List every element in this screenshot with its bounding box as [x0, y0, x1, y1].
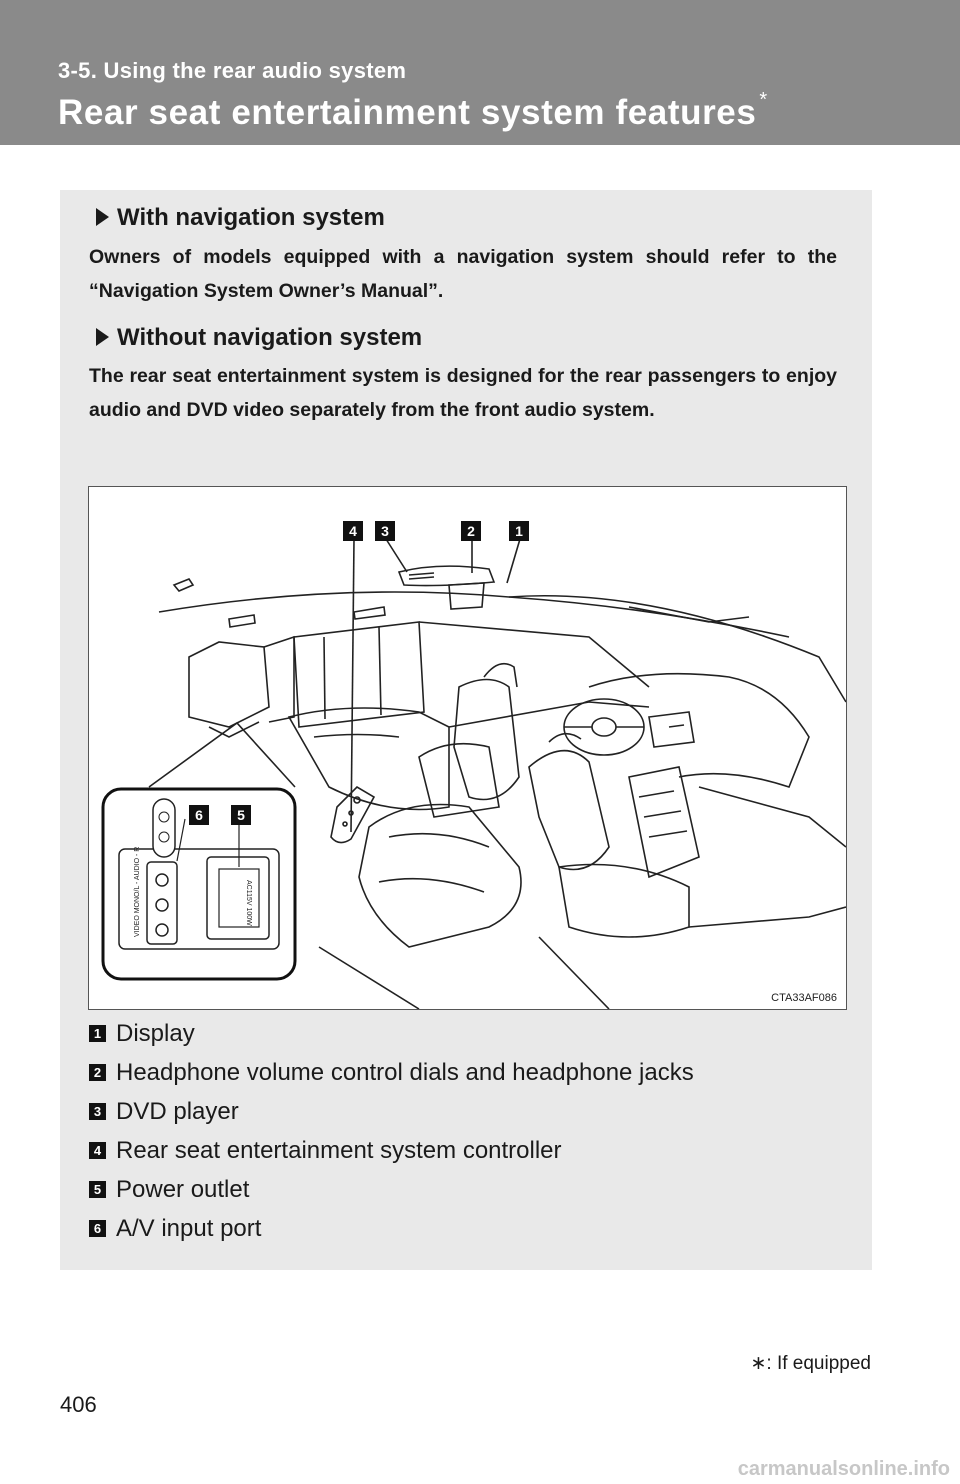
legend-label: Rear seat entertainment system controlle…: [116, 1136, 562, 1164]
legend-list: 1 Display 2 Headphone volume control dials…: [89, 1014, 694, 1248]
legend-item-display: 1 Display: [89, 1014, 694, 1053]
page-title-text: Rear seat entertainment system features: [58, 93, 757, 132]
legend-label: Power outlet: [116, 1175, 250, 1203]
number-badge: 1: [89, 1025, 106, 1042]
callout-6: 6: [195, 807, 203, 823]
legend-item-power-outlet: 5 Power outlet: [89, 1170, 694, 1209]
number-badge: 6: [89, 1220, 106, 1237]
vehicle-interior-illustration: 4 3 2 1 VIDEO MONO/L - AUDIO - R AC115V …: [88, 486, 847, 1010]
page-title: Rear seat entertainment system features*: [58, 89, 768, 133]
section-subtitle: 3-5. Using the rear audio system: [58, 58, 407, 83]
section-heading-text: Without navigation system: [117, 324, 423, 351]
legend-label: Headphone volume control dials and headp…: [116, 1058, 694, 1086]
number-badge: 2: [89, 1064, 106, 1081]
arrow-icon: [96, 208, 109, 226]
callout-4: 4: [349, 523, 357, 539]
number-badge: 4: [89, 1142, 106, 1159]
legend-item-headphone: 2 Headphone volume control dials and head…: [89, 1053, 694, 1092]
legend-label: Display: [116, 1019, 195, 1047]
callout-badges-top: 4 3 2 1: [343, 521, 529, 541]
section-heading-with-nav: With navigation system: [96, 204, 385, 232]
callout-5: 5: [237, 807, 245, 823]
callout-3: 3: [381, 523, 389, 539]
figure-code: CTA33AF086: [771, 992, 837, 1004]
page-number: 406: [60, 1392, 97, 1417]
number-badge: 3: [89, 1103, 106, 1120]
section-heading-without-nav: Without navigation system: [96, 324, 422, 352]
section-body-without-nav: The rear seat entertainment system is de…: [89, 365, 837, 421]
watermark: carmanualsonline.info: [737, 1458, 950, 1480]
outlet-label: AC115V 100W: [245, 880, 252, 926]
callout-1: 1: [515, 523, 523, 539]
interior-drawing: 4 3 2 1 VIDEO MONO/L - AUDIO - R AC115V …: [101, 521, 847, 1010]
av-port-label: VIDEO MONO/L - AUDIO - R: [134, 847, 141, 937]
if-equipped-mark: *: [759, 89, 768, 111]
legend-item-dvd-player: 3 DVD player: [89, 1092, 694, 1131]
section-heading-text: With navigation system: [117, 204, 385, 231]
number-badge: 5: [89, 1181, 106, 1198]
legend-label: A/V input port: [116, 1214, 262, 1242]
footnote: ∗: If equipped: [750, 1353, 871, 1374]
legend-label: DVD player: [116, 1097, 239, 1125]
page-header: 3-5. Using the rear audio system Rear se…: [0, 0, 960, 145]
section-body-with-nav: Owners of models equipped with a navigat…: [89, 246, 837, 302]
arrow-icon: [96, 328, 109, 346]
legend-item-av-input: 6 A/V input port: [89, 1209, 694, 1248]
callout-2: 2: [467, 523, 475, 539]
legend-item-controller: 4 Rear seat entertainment system controll…: [89, 1131, 694, 1170]
av-port-inset: VIDEO MONO/L - AUDIO - R AC115V 100W 6 5: [101, 787, 297, 981]
